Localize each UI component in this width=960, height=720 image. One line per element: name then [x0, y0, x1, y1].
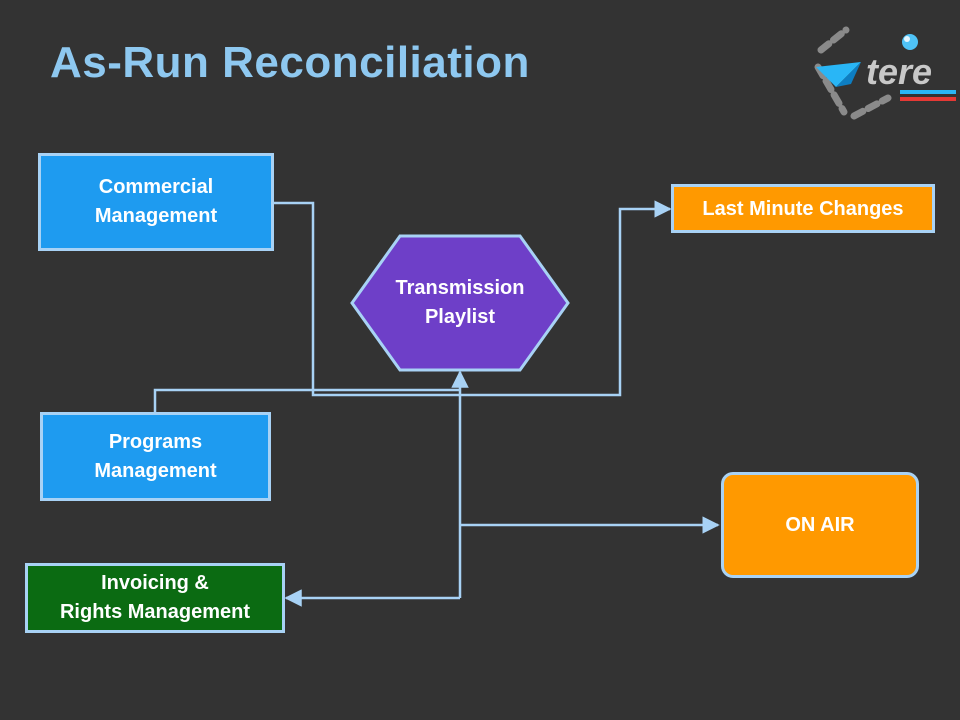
logo-text: tere [866, 51, 932, 92]
last-minute-changes-box: Last Minute Changes [671, 184, 935, 233]
connector-last-minute [460, 200, 672, 397]
connector-commercial [273, 201, 460, 397]
connector-programs [153, 388, 460, 413]
invoicing-rights-label: Invoicing & Rights Management [59, 572, 251, 623]
tere-logo: tere [814, 26, 956, 120]
on-air-box: ON AIR [721, 472, 919, 578]
programs-management-label: Programs Management [94, 430, 217, 482]
commercial-management-box: Commercial Management [38, 153, 274, 251]
commercial-management-label: Commercial Management [94, 176, 218, 227]
transmission-playlist-hexagon: Transmission Playlist [350, 234, 570, 372]
transmission-playlist-label: Transmission Playlist [395, 277, 525, 328]
on-air-label: ON AIR [785, 513, 855, 536]
invoicing-rights-box: Invoicing & Rights Management [25, 563, 285, 633]
programs-management-box: Programs Management [40, 412, 271, 501]
last-minute-changes-label: Last Minute Changes [702, 197, 904, 220]
page-title: As-Run Reconciliation [50, 38, 530, 87]
